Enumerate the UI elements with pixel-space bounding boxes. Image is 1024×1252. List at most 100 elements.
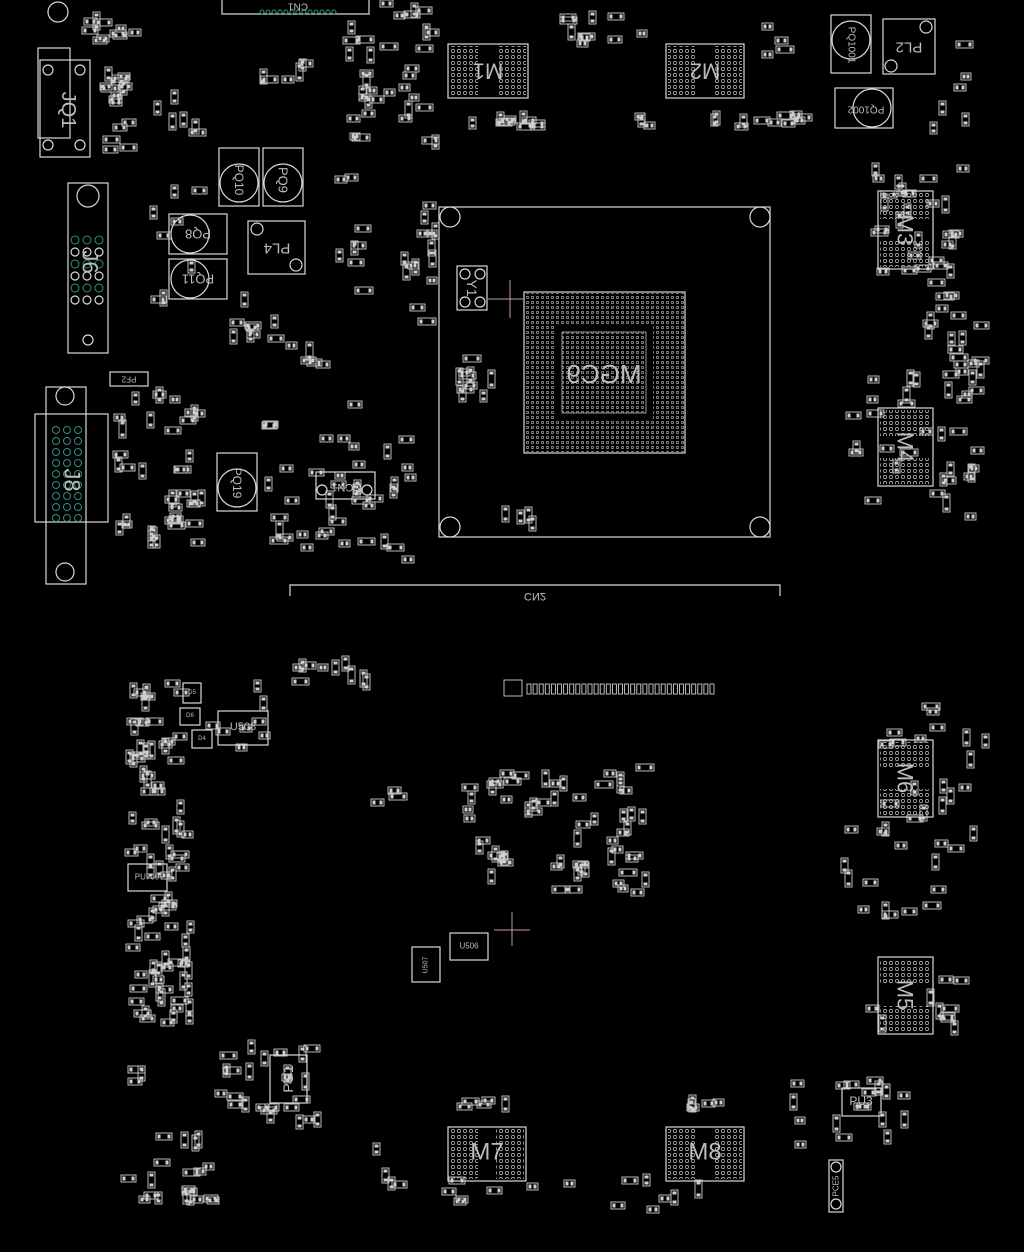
power-pq1001[interactable]: PQ1001 [830, 14, 872, 74]
ic-u507[interactable]: U507 [411, 946, 441, 983]
power-pq1002[interactable]: PQ1002 [834, 87, 894, 129]
passive-component [883, 1129, 892, 1145]
passive-component [637, 114, 646, 128]
passive-component [612, 879, 625, 888]
memory-m6[interactable]: M6 [877, 739, 934, 818]
passive-component [147, 740, 156, 760]
pin [74, 448, 82, 456]
passive-component [179, 111, 188, 128]
diode-d5[interactable]: D5 [182, 682, 202, 704]
passive-component [347, 665, 356, 685]
crystal-y1[interactable]: Y1 [456, 265, 488, 311]
passive-component [939, 472, 948, 487]
power-pq8[interactable]: PQ8 [168, 213, 228, 255]
power-pu700[interactable]: PU700 [127, 863, 168, 892]
passive-component [486, 1186, 503, 1195]
passive-component [219, 1051, 238, 1060]
passive-component [794, 1140, 807, 1149]
passive-component [894, 174, 903, 190]
passive-component [295, 62, 304, 82]
passive-component [139, 771, 156, 780]
passive-component [455, 367, 464, 386]
pin [544, 683, 550, 695]
memory-m4[interactable]: M4 [877, 407, 934, 487]
power-pq9[interactable]: PQ9 [262, 147, 304, 207]
passive-component [563, 1179, 576, 1188]
passive-component [940, 1004, 960, 1013]
passive-component [935, 1002, 944, 1020]
passive-component [131, 391, 140, 406]
passive-component [424, 28, 440, 37]
inductor-pl4[interactable]: PL4 [247, 220, 306, 275]
connector-jq1[interactable]: JQ1 [37, 47, 91, 158]
pin [82, 295, 92, 305]
passive-component [921, 702, 941, 711]
diode-d6[interactable]: D6 [179, 707, 201, 726]
power-pu1[interactable]: PU1 [269, 1054, 308, 1104]
connector-scn1[interactable]: SCN1 [315, 471, 376, 500]
passive-component [337, 434, 351, 443]
memory-m7[interactable]: M7 [447, 1126, 527, 1182]
pin [94, 259, 104, 269]
memory-m3[interactable]: M3 [877, 190, 934, 270]
ic-u506[interactable]: U506 [449, 932, 489, 961]
passive-component [646, 1205, 660, 1214]
memory-m5[interactable]: M5 [877, 956, 934, 1035]
gpu-label: MGC9 [566, 359, 641, 389]
passive-component [588, 10, 597, 25]
passive-component [83, 17, 98, 26]
passive-component [949, 353, 969, 362]
passive-component [362, 673, 371, 691]
pin [70, 271, 80, 281]
memory-m1[interactable]: M1 [447, 43, 529, 99]
passive-component [154, 1191, 163, 1205]
passive-component [127, 1077, 143, 1086]
passive-component [387, 1176, 396, 1191]
passive-component [279, 464, 294, 473]
connector-j6[interactable]: J6 [67, 182, 109, 354]
passive-component [488, 777, 502, 786]
memory-m2[interactable]: M2 [665, 43, 745, 99]
power-pq19[interactable]: PQ19 [216, 452, 258, 512]
passive-component [462, 354, 482, 363]
pin [82, 271, 92, 281]
pin [325, 9, 331, 15]
memory-m8[interactable]: M8 [665, 1126, 745, 1182]
passive-component [939, 1012, 956, 1021]
connector-pce5[interactable]: PCE5 [828, 1159, 844, 1213]
power-pq10[interactable]: PQ10 [218, 147, 260, 207]
passive-component [456, 1102, 473, 1111]
passive-component [874, 225, 890, 234]
connector-j8[interactable]: J8 [34, 386, 109, 585]
passive-component [861, 1088, 877, 1097]
gpu-module[interactable]: MGC9 [438, 206, 771, 538]
passive-component [346, 114, 361, 123]
connector-cn1[interactable]: CN1 [47, 0, 370, 23]
passive-component [152, 975, 165, 984]
power-pu3[interactable]: PU3 [841, 1087, 882, 1117]
ic-u508[interactable]: U508 [217, 710, 269, 746]
pu3-label: PU3 [849, 1094, 873, 1108]
u506-label: U506 [459, 942, 479, 951]
power-pq11[interactable]: PQ11 [168, 258, 228, 300]
connector-cn2[interactable]: CN2 [289, 584, 781, 602]
connector-pin-row[interactable] [503, 679, 715, 697]
passive-component [865, 1004, 880, 1013]
passive-component [961, 390, 973, 399]
passive-component [607, 847, 616, 866]
passive-component [168, 515, 184, 524]
passive-component [281, 1073, 293, 1082]
passive-component [281, 75, 295, 84]
passive-component [550, 790, 559, 807]
fuse-pf2[interactable]: PF2 [109, 371, 149, 387]
passive-component [710, 113, 719, 127]
inductor-pl2[interactable]: PL2 [882, 18, 936, 75]
passive-component [427, 239, 436, 257]
passive-component [774, 36, 789, 45]
pin [709, 683, 715, 695]
passive-component [330, 480, 347, 489]
diode-d4[interactable]: D4 [191, 729, 213, 749]
passive-component [611, 845, 624, 854]
passive-component [155, 985, 174, 994]
